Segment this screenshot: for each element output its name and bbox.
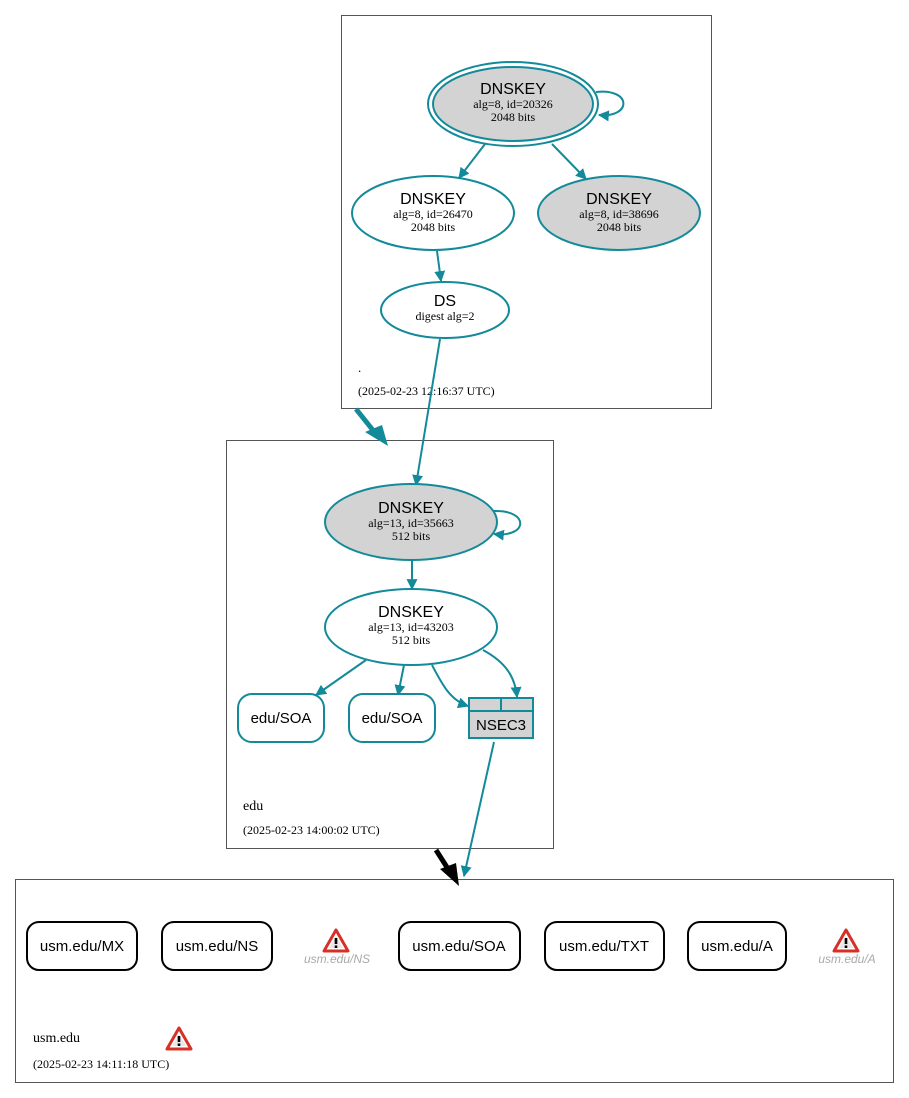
edu-ksk-alg: alg=13, id=35663 (368, 516, 454, 530)
edge-root-ds-edu-ksk (412, 338, 441, 487)
root-zsk1-alg: alg=8, id=26470 (393, 207, 473, 221)
usm-ns-node: usm.edu/NS (161, 921, 273, 971)
warning-a-label: usm.edu/A (818, 952, 875, 966)
root-zsk1-bits: 2048 bits (411, 220, 456, 234)
edu-soa2-label: edu/SOA (362, 710, 423, 727)
root-zsk1-node: DNSKEY alg=8, id=26470 2048 bits (351, 175, 515, 251)
warning-icon (165, 1026, 193, 1051)
root-ds-title: DS (434, 293, 456, 310)
usm-txt-node: usm.edu/TXT (544, 921, 665, 971)
edu-nsec3-label: NSEC3 (476, 717, 526, 734)
usm-mx-node: usm.edu/MX (26, 921, 138, 971)
zone-edu-box (226, 440, 554, 849)
edu-soa1-label: edu/SOA (251, 710, 312, 727)
zone-edu-timestamp: (2025-02-23 14:00:02 UTC) (243, 823, 380, 837)
root-ds-node: DS digest alg=2 (380, 281, 510, 339)
usm-a-label: usm.edu/A (701, 938, 773, 955)
root-ds-digest: digest alg=2 (415, 309, 474, 323)
edge-edu-zsk-soa2 (394, 664, 406, 697)
edge-root-ksk-self (595, 90, 625, 122)
edu-zsk-title: DNSKEY (378, 604, 444, 621)
root-ksk-bits: 2048 bits (491, 110, 536, 124)
edu-ksk-bits: 512 bits (392, 529, 431, 543)
zone-root-name: . (358, 360, 361, 375)
edge-edu-zsk-nsec3-b (482, 649, 522, 699)
warning-icon (322, 928, 350, 953)
edu-soa2-node: edu/SOA (348, 693, 436, 743)
edu-nsec3-node: NSEC3 (468, 697, 534, 739)
root-zsk2-bits: 2048 bits (597, 220, 642, 234)
warning-icon (832, 928, 860, 953)
usm-mx-label: usm.edu/MX (40, 938, 124, 955)
edge-root-zsk1-ds (434, 250, 446, 283)
edge-root-ksk-zsk2 (551, 143, 587, 180)
edge-edu-ksk-self (492, 509, 522, 541)
edge-edu-zsk-nsec3-a (431, 664, 470, 709)
root-ksk-alg: alg=8, id=20326 (473, 97, 553, 111)
root-ksk-title: DNSKEY (480, 81, 546, 98)
usm-soa-label: usm.edu/SOA (412, 938, 505, 955)
edu-zsk-node: DNSKEY alg=13, id=43203 512 bits (324, 588, 498, 666)
usm-a-node: usm.edu/A (687, 921, 787, 971)
root-zsk2-title: DNSKEY (586, 191, 652, 208)
edu-zsk-alg: alg=13, id=43203 (368, 620, 454, 634)
root-zsk2-node: DNSKEY alg=8, id=38696 2048 bits (537, 175, 701, 251)
edu-ksk-node: DNSKEY alg=13, id=35663 512 bits (324, 483, 498, 561)
zone-usm-box (15, 879, 894, 1083)
usm-soa-node: usm.edu/SOA (398, 921, 521, 971)
edu-soa1-node: edu/SOA (237, 693, 325, 743)
root-zsk1-title: DNSKEY (400, 191, 466, 208)
warning-ns-label: usm.edu/NS (304, 952, 370, 966)
root-zsk2-alg: alg=8, id=38696 (579, 207, 659, 221)
edge-root-ksk-zsk1 (458, 143, 486, 179)
zone-edu-name: edu (243, 799, 263, 814)
usm-txt-label: usm.edu/TXT (559, 938, 649, 955)
zone-usm-timestamp: (2025-02-23 14:11:18 UTC) (33, 1057, 169, 1071)
zone-usm-name: usm.edu (33, 1031, 80, 1046)
delegation-arrow-edu-usm (433, 848, 459, 886)
edu-zsk-bits: 512 bits (392, 633, 431, 647)
usm-ns-label: usm.edu/NS (176, 938, 259, 955)
zone-root-timestamp: (2025-02-23 12:16:37 UTC) (358, 384, 495, 398)
edge-edu-nsec3-usm (460, 741, 495, 878)
delegation-arrow-root-edu (354, 407, 388, 446)
edge-edu-zsk-soa1 (315, 659, 367, 696)
zone-root-box (341, 15, 712, 409)
edu-ksk-title: DNSKEY (378, 500, 444, 517)
root-ksk-node: DNSKEY alg=8, id=20326 2048 bits (427, 61, 599, 147)
